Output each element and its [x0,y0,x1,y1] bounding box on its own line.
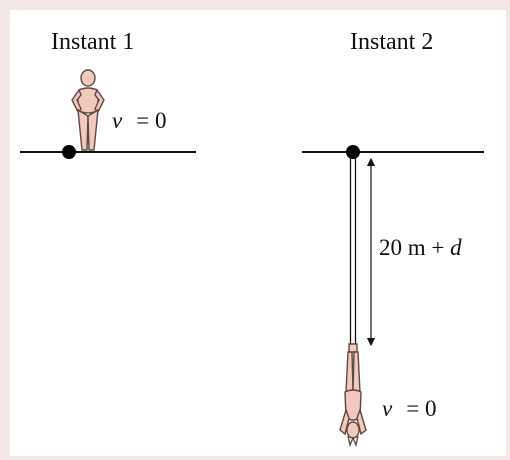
velocity-symbol-1: v [112,108,123,133]
anchor-point-1 [62,145,76,159]
distance-var: d [450,235,462,260]
standing-jumper-figure [71,69,105,151]
instant-1-title: Instant 1 [51,29,134,55]
anchor-point-2 [346,145,360,159]
velocity-label-2: v = 0 [382,396,436,421]
instant-2-title: Instant 2 [350,29,433,55]
velocity-eq-2: = 0 [406,396,436,421]
velocity-label-1: v = 0 [112,108,166,133]
velocity-eq-1: = 0 [136,108,166,133]
distance-label: 20 m + d [379,235,462,260]
hanging-jumper-figure [339,343,367,448]
velocity-symbol-2: v [382,396,393,421]
distance-prefix: 20 m + [379,235,450,260]
